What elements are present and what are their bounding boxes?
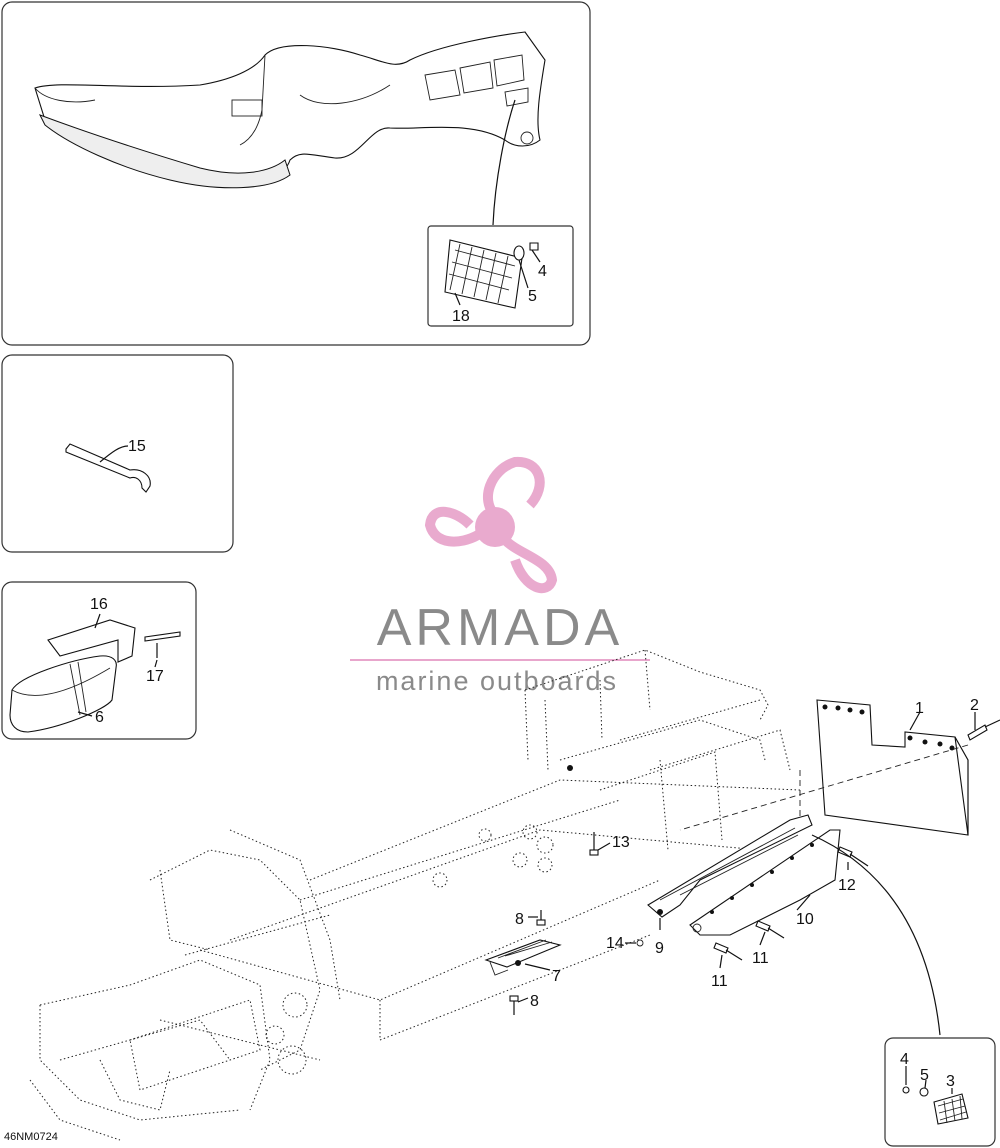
callout-11-right: 11 <box>752 950 769 967</box>
callout-numbers: 4 5 18 15 16 17 6 1 2 12 10 11 11 9 14 1… <box>90 263 979 1090</box>
callout-4: 4 <box>538 263 547 280</box>
callout-9: 9 <box>655 940 664 957</box>
callout-13: 13 <box>612 834 630 851</box>
callout-1: 1 <box>915 700 924 717</box>
callout-14: 14 <box>606 935 624 952</box>
callout-12: 12 <box>838 877 856 894</box>
leader-lines <box>154 659 976 1003</box>
watermark-brand: ARMADA <box>377 599 623 657</box>
chassis-frame <box>29 649 801 1141</box>
callout-3: 3 <box>946 1073 955 1090</box>
panel-bag <box>1 581 197 740</box>
callout-18: 18 <box>452 308 470 325</box>
armada-logo <box>424 456 558 594</box>
callout-15: 15 <box>128 438 146 455</box>
callout-5-inset: 5 <box>920 1067 929 1084</box>
panel-reflector <box>884 1037 996 1147</box>
panel-rear-bumper <box>1 1 591 346</box>
callout-8-upper: 8 <box>515 911 524 928</box>
watermark-tagline: marine outboards <box>376 666 618 696</box>
callout-2: 2 <box>970 697 979 714</box>
side-panel-assembly <box>509 699 1000 1036</box>
callout-7: 7 <box>552 968 561 985</box>
callout-4-inset: 4 <box>900 1051 909 1068</box>
callout-16: 16 <box>90 596 108 613</box>
drawing-code: 46NM0724 <box>4 1131 58 1143</box>
callout-8-lower: 8 <box>530 993 539 1010</box>
callout-5: 5 <box>528 288 537 305</box>
callout-6: 6 <box>95 709 104 726</box>
panel-tool <box>1 354 234 553</box>
callout-17: 17 <box>146 668 164 685</box>
callout-10: 10 <box>796 911 814 928</box>
callout-11-left: 11 <box>711 973 728 990</box>
